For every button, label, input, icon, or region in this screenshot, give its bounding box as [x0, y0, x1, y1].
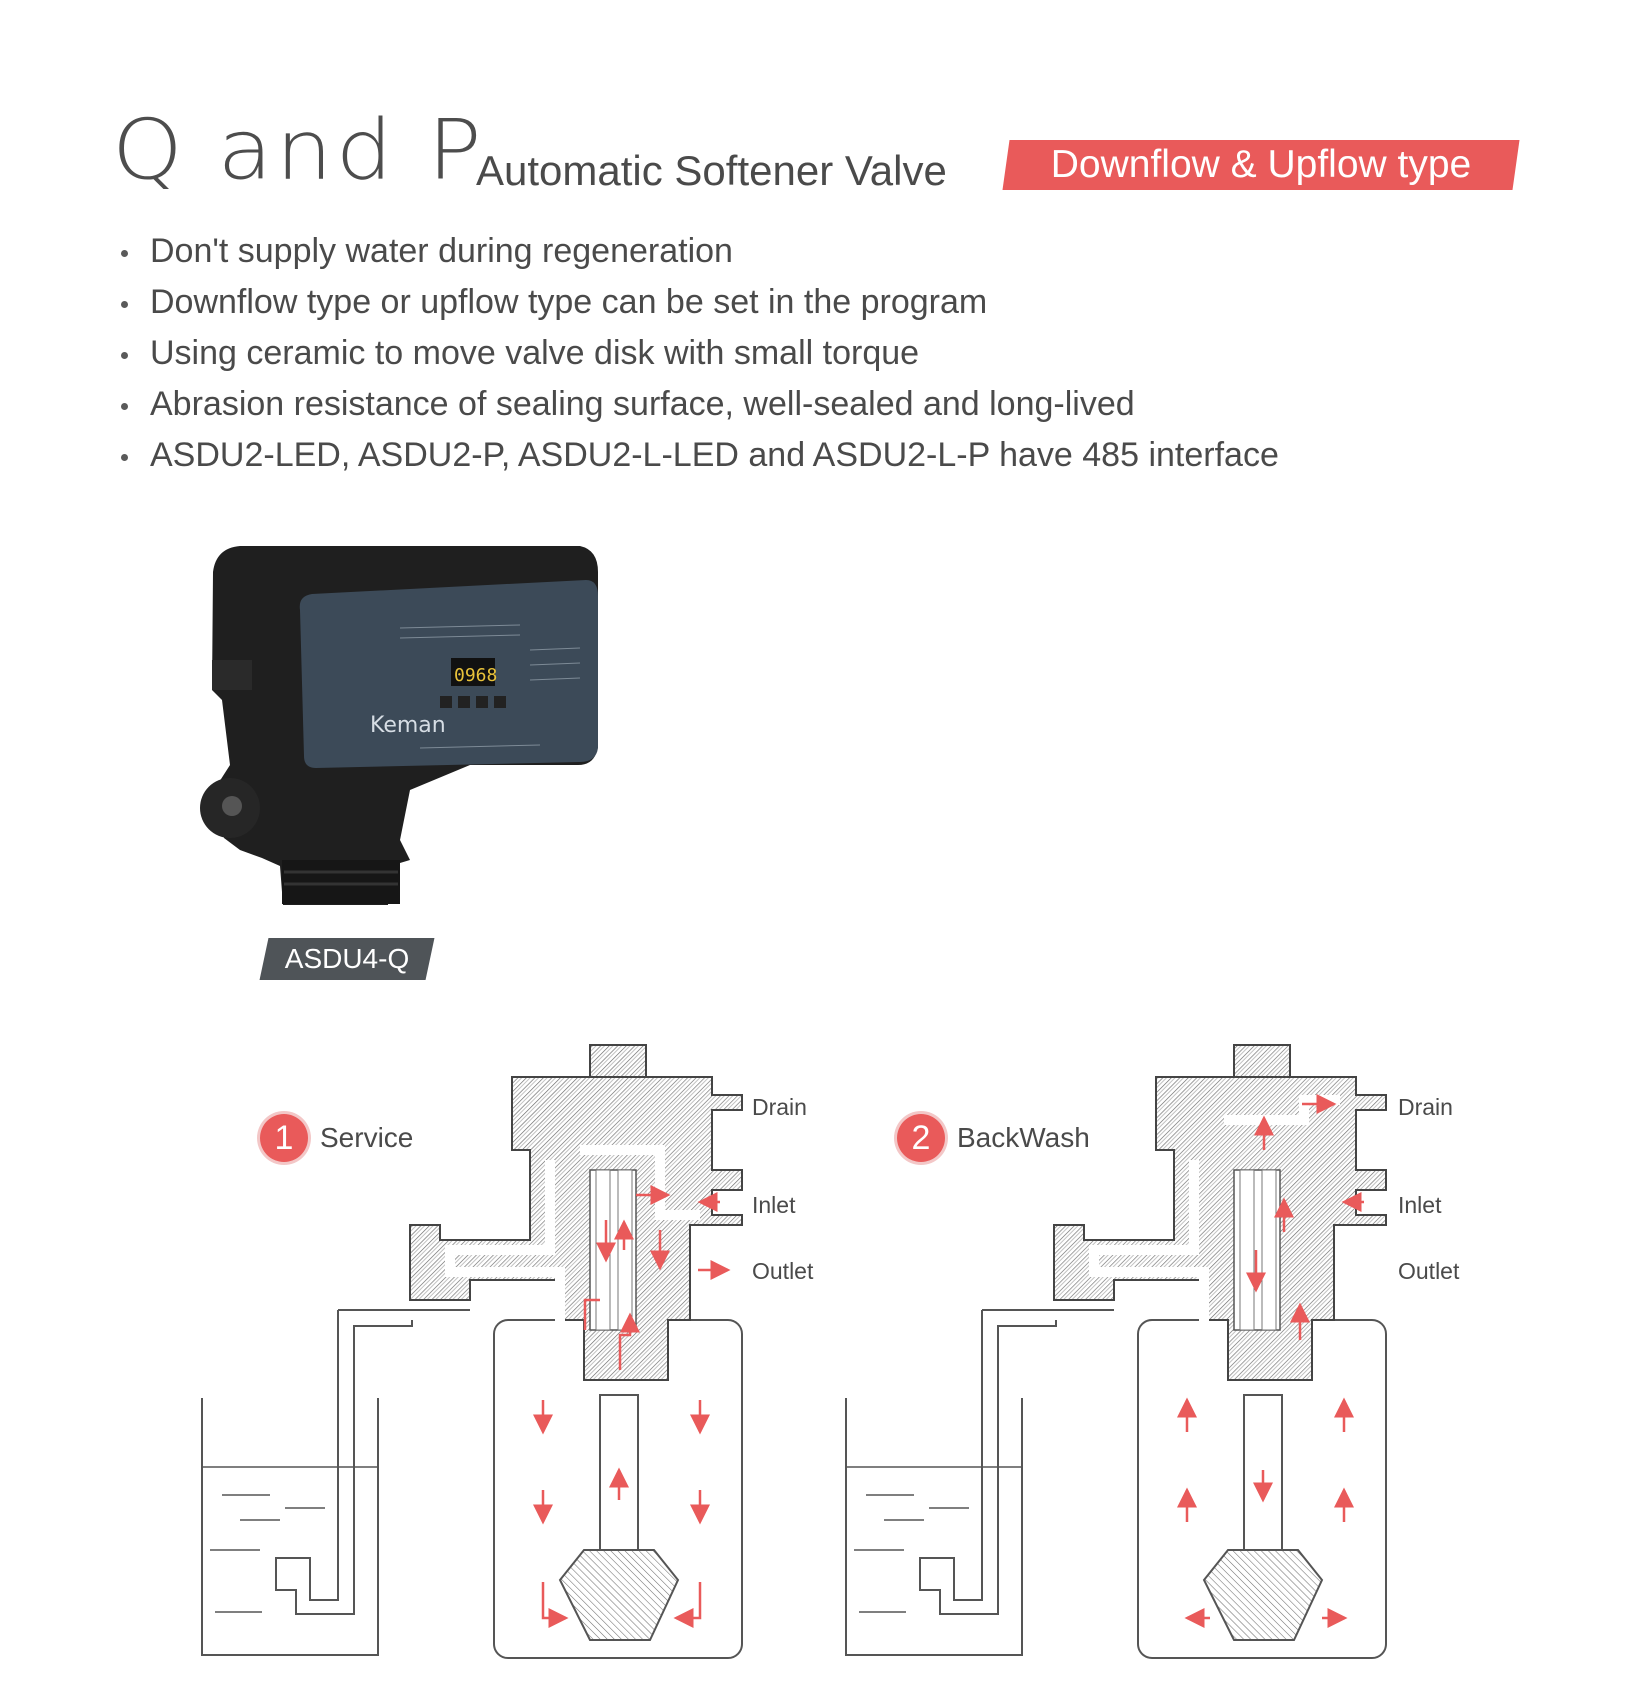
brand-logo: Keman	[370, 713, 446, 738]
feature-item: ASDU2-LED, ASDU2-P, ASDU2-L-LED and ASDU…	[112, 430, 1279, 481]
valve-photo: 0968 Keman	[200, 546, 598, 905]
model-label-text: ASDU4-Q	[284, 943, 410, 974]
feature-item: Using ceramic to move valve disk with sm…	[112, 328, 1279, 379]
port-label-drain: Drain	[752, 1094, 807, 1120]
page-title: Q and P	[112, 102, 485, 199]
port-label-inlet: Inlet	[1398, 1192, 1442, 1218]
port-label-drain: Drain	[1398, 1094, 1453, 1120]
step-number-badge: 2	[897, 1114, 945, 1162]
port-label-inlet: Inlet	[752, 1192, 796, 1218]
type-tag: Downflow & Upflow type	[1002, 140, 1520, 190]
step-label-service: Service	[320, 1122, 414, 1153]
port-label-outlet: Outlet	[1398, 1258, 1460, 1284]
step-label-backwash: BackWash	[957, 1122, 1090, 1153]
page-subtitle: Automatic Softener Valve	[476, 147, 947, 194]
feature-item: Abrasion resistance of sealing surface, …	[112, 379, 1279, 430]
feature-item: Downflow type or upflow type can be set …	[112, 277, 1279, 328]
step-number-badge: 1	[260, 1114, 308, 1162]
feature-list: Don't supply water during regeneration D…	[112, 226, 1279, 481]
port-label-outlet: Outlet	[752, 1258, 814, 1284]
valve-display-readout: 0968	[454, 665, 497, 686]
model-label: ASDU4-Q	[259, 938, 435, 980]
type-tag-label: Downflow & Upflow type	[1050, 143, 1472, 186]
feature-item: Don't supply water during regeneration	[112, 226, 1279, 277]
